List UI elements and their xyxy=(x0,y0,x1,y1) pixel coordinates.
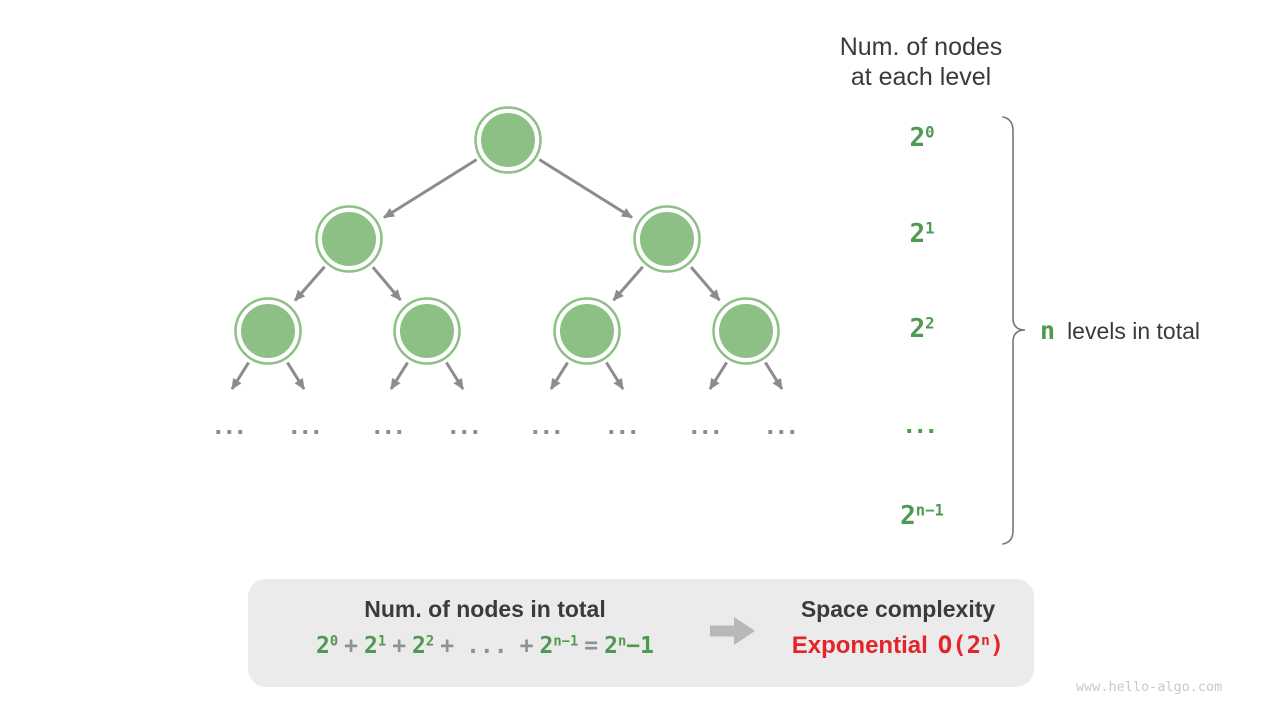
formula-term: 20 xyxy=(316,633,338,659)
space-complexity-column: Space complexity Exponential O(2n) xyxy=(772,596,1024,660)
header-line2: at each level xyxy=(850,63,992,91)
level-count-1: 21 xyxy=(858,219,986,249)
tree-nodes xyxy=(234,106,780,365)
right-column-header: Num. of nodes at each level xyxy=(786,32,1056,92)
tree-ellipsis: ··· xyxy=(373,417,407,447)
tree-node xyxy=(633,205,701,273)
tree-edges xyxy=(230,158,784,390)
big-o-notation: O(2n) xyxy=(938,631,1004,659)
formula-term: 2n−1 xyxy=(539,633,578,659)
plus-operator: + xyxy=(392,633,407,659)
tree-ellipsis: ··· xyxy=(607,417,641,447)
tree-node xyxy=(315,205,383,273)
term-exp: 2 xyxy=(425,633,435,650)
header-line1: Num. of nodes xyxy=(839,33,1003,61)
term-base: 2 xyxy=(412,633,426,659)
level-count-ellipsis: ··· xyxy=(905,416,939,446)
total-nodes-column: Num. of nodes in total 20+21+22+...+2n−1… xyxy=(248,596,722,659)
result-suffix: −1 xyxy=(626,633,654,659)
result-exp: n xyxy=(617,633,627,650)
plus-operator: + xyxy=(344,633,359,659)
term-base: 2 xyxy=(315,633,330,659)
brace xyxy=(1002,116,1026,545)
level-count-base: 2 xyxy=(909,123,926,153)
term-base: 2 xyxy=(539,633,554,659)
big-o-prefix: O(2 xyxy=(937,631,982,659)
level-count-exp: 2 xyxy=(925,314,935,333)
level-count-base: 2 xyxy=(900,501,916,531)
formula-result: 2n−1 xyxy=(604,633,654,659)
term-exp: 1 xyxy=(377,633,387,650)
tree-node xyxy=(393,297,461,365)
plus-operator: + xyxy=(440,633,455,659)
level-count-0: 20 xyxy=(858,123,986,153)
level-count-exp: 0 xyxy=(925,123,935,142)
implies-arrow-icon xyxy=(710,617,755,645)
tree-ellipsis: ··· xyxy=(531,417,565,447)
level-count-2: 22 xyxy=(858,314,986,344)
term-exp: n−1 xyxy=(553,633,579,650)
level-count-base: 2 xyxy=(909,314,926,344)
big-o-suffix: ) xyxy=(989,631,1005,659)
tree-ellipsis: ··· xyxy=(214,417,248,447)
plus-operator: + xyxy=(519,633,534,659)
formula-term: 22 xyxy=(412,633,434,659)
term-base: 2 xyxy=(364,633,378,659)
tree-ellipsis: ··· xyxy=(766,417,800,447)
level-count-base: 2 xyxy=(909,219,926,249)
total-nodes-title: Num. of nodes in total xyxy=(364,596,606,622)
level-count-last: 2n−1 xyxy=(858,501,986,531)
levels-total-annotation: n levels in total xyxy=(1040,316,1200,345)
tree-ellipsis: ··· xyxy=(290,417,324,447)
tree-node-root xyxy=(474,106,542,174)
complexity-name: Exponential xyxy=(791,632,928,659)
watermark: www.hello-algo.com xyxy=(1076,679,1223,695)
big-o-exp: n xyxy=(981,633,990,650)
result-base: 2 xyxy=(604,633,618,659)
tree-ellipsis: ··· xyxy=(690,417,724,447)
n-variable: n xyxy=(1040,316,1056,345)
tree-ellipsis: ··· xyxy=(449,417,483,447)
complexity-result: Exponential O(2n) xyxy=(772,631,1024,660)
summary-box: Num. of nodes in total 20+21+22+...+2n−1… xyxy=(248,579,1034,687)
total-nodes-formula: 20+21+22+...+2n−1=2n−1 xyxy=(248,633,722,659)
term-exp: 0 xyxy=(329,633,339,650)
level-count-exp: n−1 xyxy=(915,501,944,520)
formula-term: 21 xyxy=(364,633,386,659)
level-count-exp: 1 xyxy=(925,219,935,238)
levels-total-text: levels in total xyxy=(1067,318,1201,344)
equals-operator: = xyxy=(584,633,599,659)
tree-node xyxy=(712,297,780,365)
formula-ellipsis: ... xyxy=(466,633,508,659)
tree-node xyxy=(234,297,302,365)
space-complexity-title: Space complexity xyxy=(800,596,996,622)
tree-node xyxy=(553,297,621,365)
